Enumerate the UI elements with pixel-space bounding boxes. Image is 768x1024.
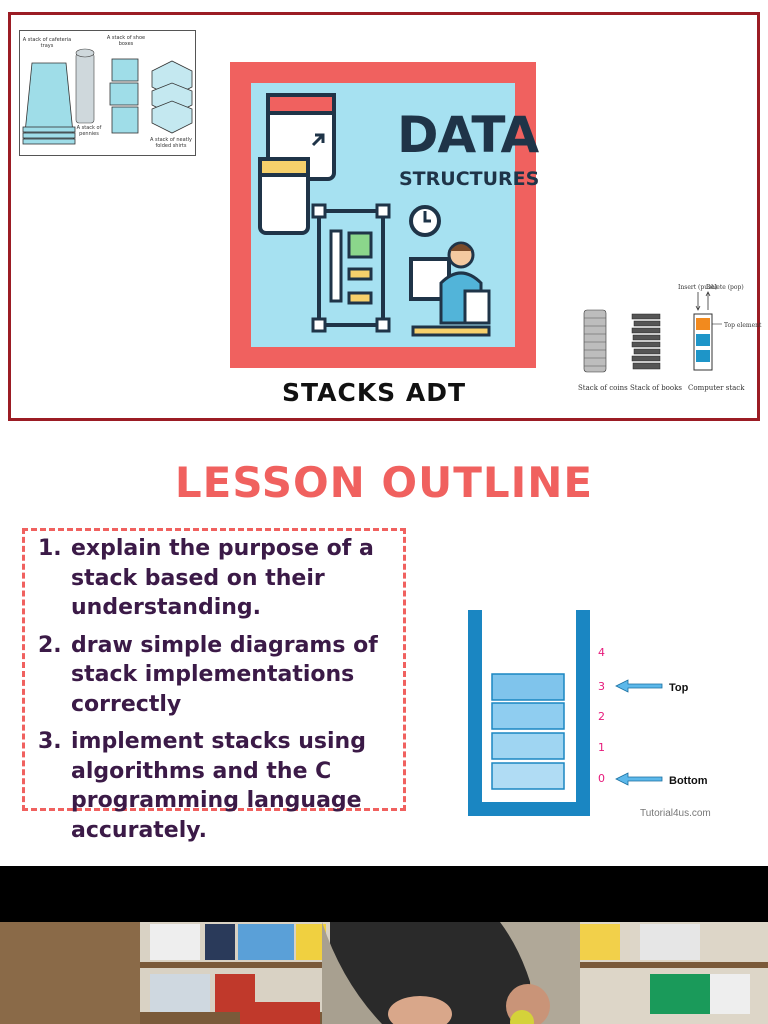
outline-list: 1. explain the purpose of a stack based … [38,534,398,853]
caption-computer-stack: Computer stack [688,384,745,392]
video-frame-photo [0,922,768,1024]
outline-item: 2. draw simple diagrams of stack impleme… [38,631,398,720]
stack-container [468,610,590,816]
annotation-pop: Delete (pop) [706,284,744,291]
outline-item: 1. explain the purpose of a stack based … [38,534,398,623]
stack-index: 2 [598,710,605,723]
bottom-label: Bottom [669,775,708,787]
top-label: Top [669,682,689,694]
stack-cell [491,732,565,760]
stack-types-illustration: Stack of coins Stack of books Computer s… [566,276,761,400]
top-arrow-icon [615,679,663,693]
stack-index: 1 [598,741,605,754]
watermark: Tutorial4us.com [640,808,711,819]
annotation-top-element: Top element [724,322,762,329]
caption-trays: A stack of cafeteria trays [22,37,72,49]
slide-title: STACKS ADT [282,378,467,407]
video-feed-strip [0,922,768,1024]
stack-cell [491,762,565,790]
card-title-data: DATA [397,106,539,164]
outline-item-text: implement stacks using algorithms and th… [71,729,366,843]
lesson-outline-title: LESSON OUTLINE [174,458,594,507]
annotation-push: Insert (push) [678,284,718,291]
caption-shirts: A stack of neatly folded shirts [150,137,192,149]
data-structures-icon-art [258,93,491,337]
stack-index: 3 [598,680,605,693]
stack-index: 0 [598,772,605,785]
stack-types-drawing [583,291,722,373]
caption-coins: Stack of coins [578,384,628,392]
stack-index: 4 [598,646,605,659]
outline-item-text: explain the purpose of a stack based on … [71,536,374,620]
stack-examples-drawing [22,48,193,145]
caption-pennies: A stack of pennies [76,125,102,137]
data-structures-card-inner [251,83,515,347]
outline-item: 3. implement stacks using algorithms and… [38,727,398,845]
outline-dashed-box [22,528,406,811]
stack-cell [491,702,565,730]
caption-shoe-boxes: A stack of shoe boxes [106,35,146,47]
outline-item-number: 3. [38,729,62,754]
black-bar [0,866,768,922]
stack-diagram: 4 3 2 1 0 Top Bottom Tutorial4us.com [464,608,724,820]
outline-item-text: draw simple diagrams of stack implementa… [71,632,378,717]
stack-diagram-svg: 4 3 2 1 0 Top Bottom Tutorial4us.com [468,610,711,819]
caption-books: Stack of books [630,384,682,392]
card-title-structures: STRUCTURES [399,168,540,190]
outline-item-number: 2. [38,632,62,658]
outline-item-number: 1. [38,536,62,561]
stack-cell [491,673,565,701]
stack-examples-illustration: A stack of cafeteria trays A stack of pe… [19,30,196,156]
bottom-arrow-icon [615,772,663,786]
